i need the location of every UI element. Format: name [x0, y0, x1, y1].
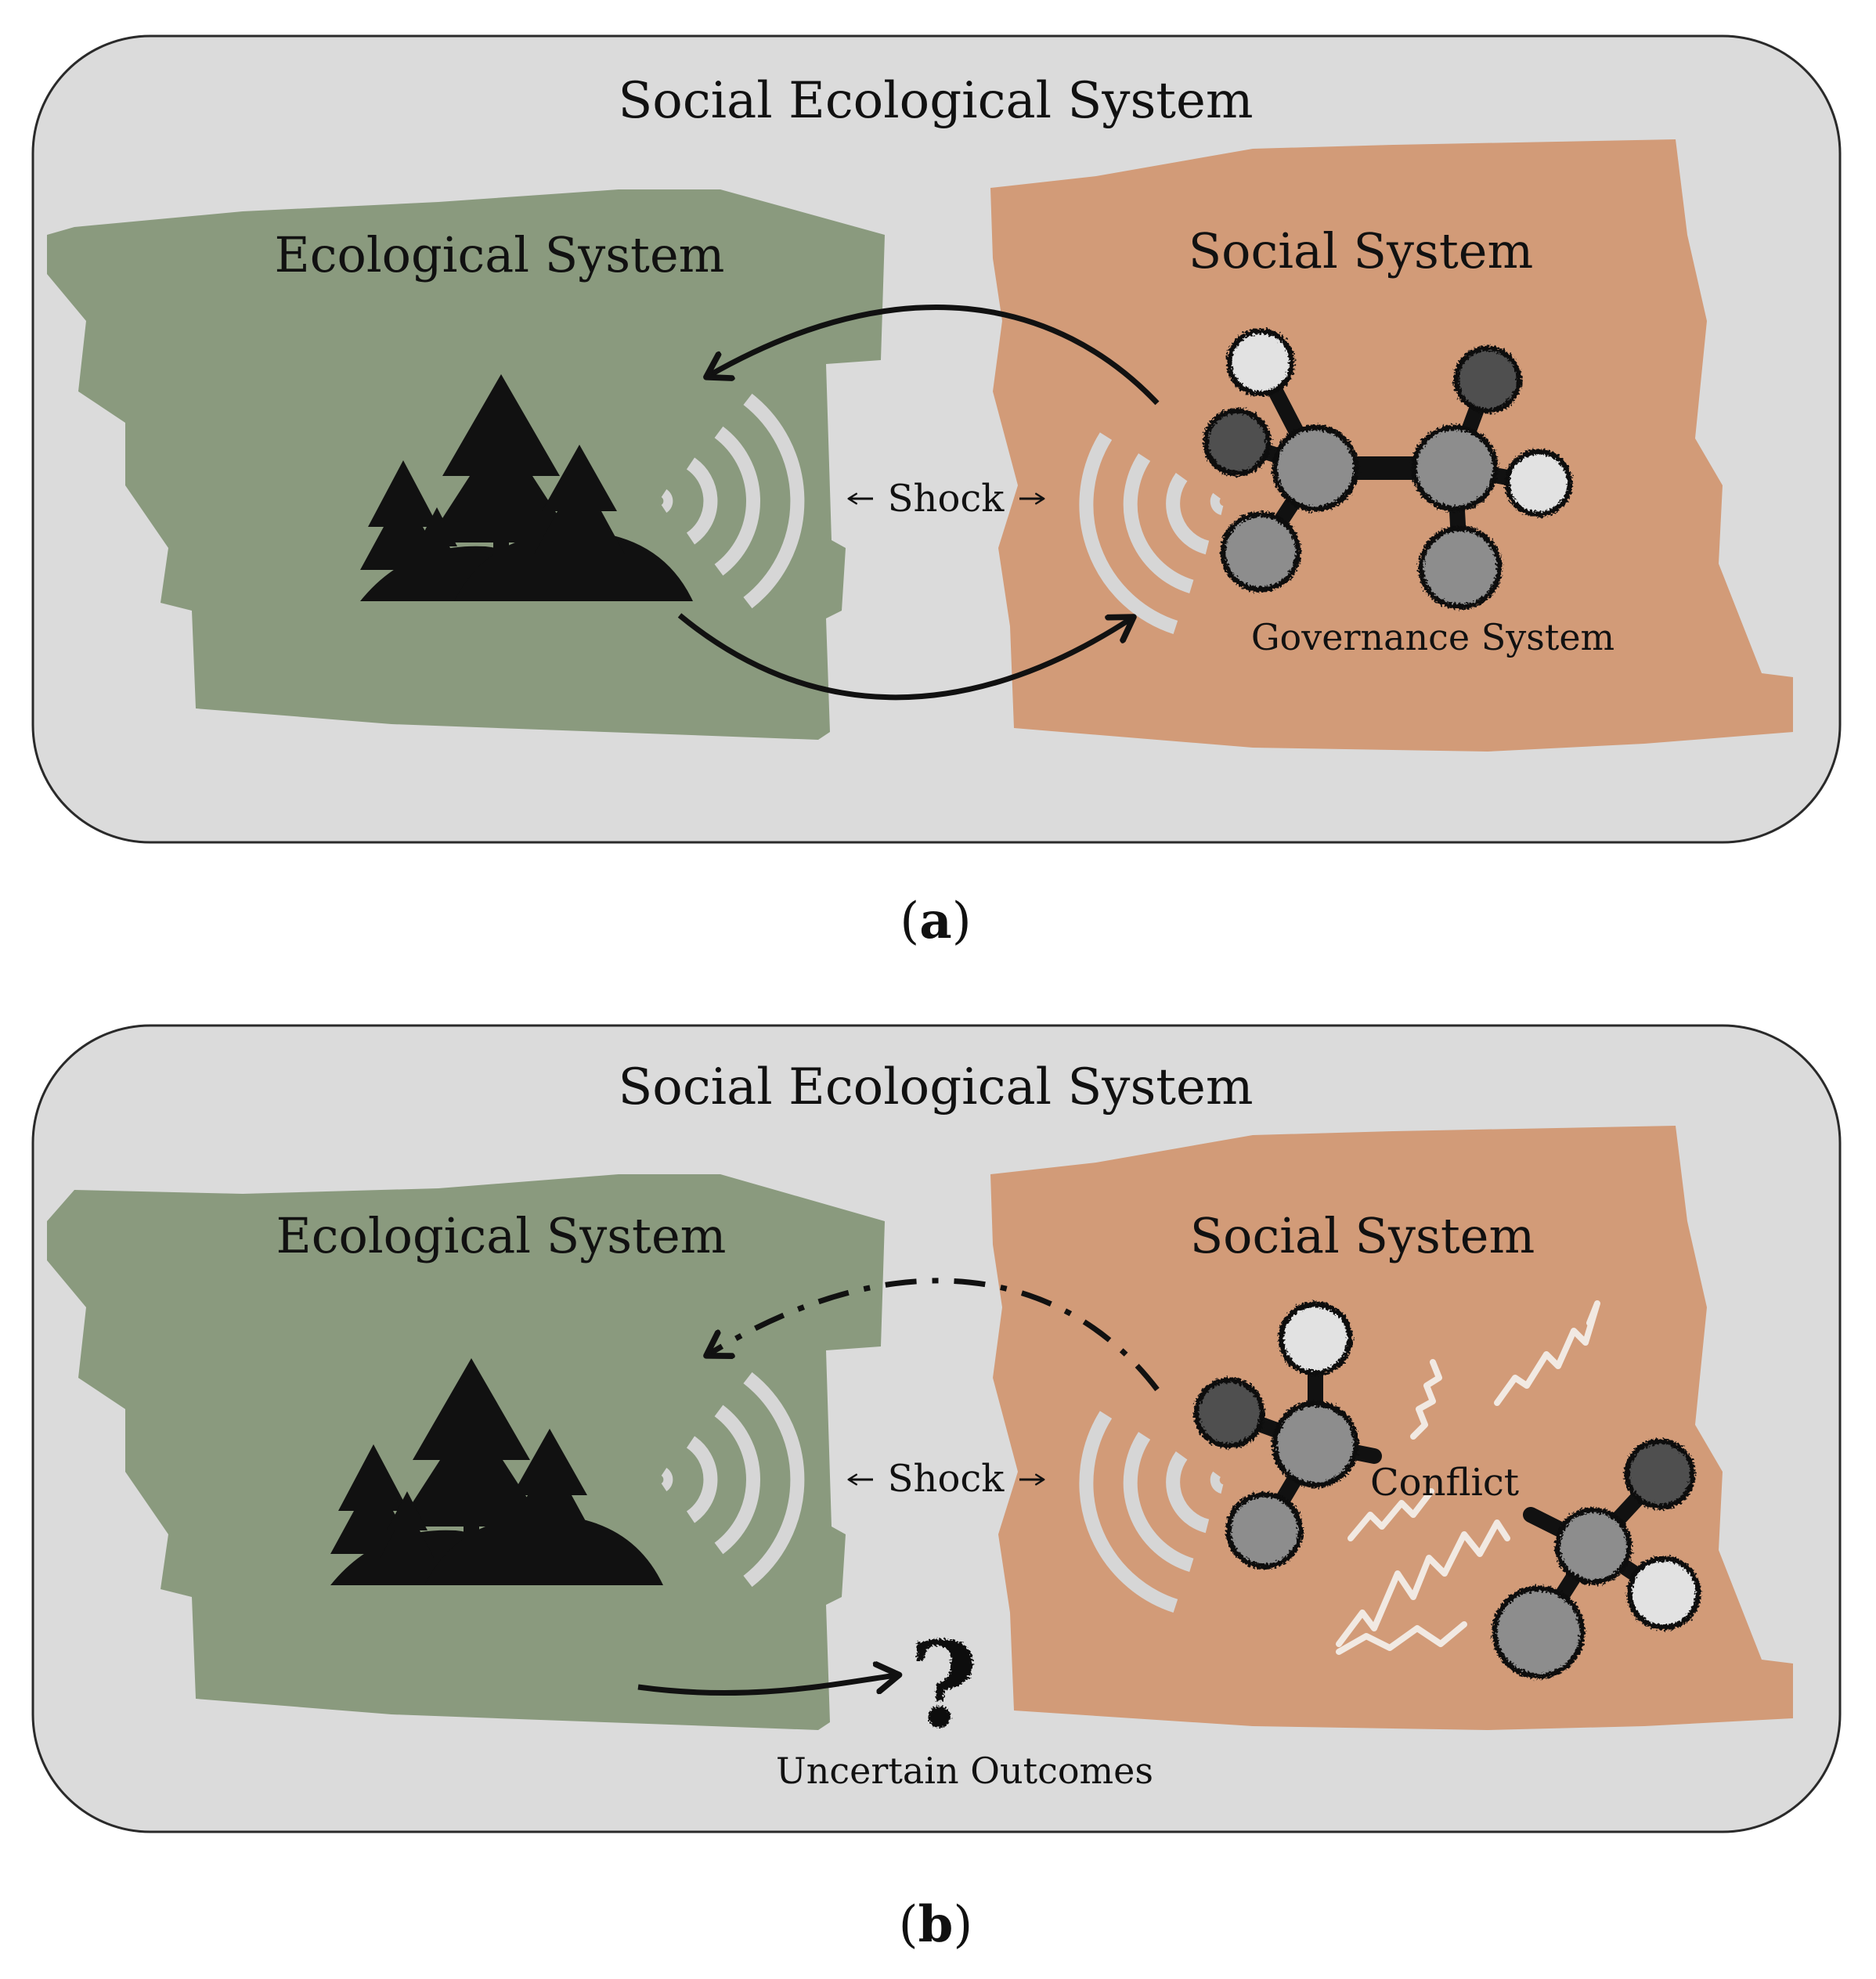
uncertain-outcomes-label: Uncertain Outcomes [776, 1750, 1153, 1792]
question-mark-icon: ? [909, 1617, 978, 1754]
shock-label: Shock [888, 477, 1005, 521]
ses-title: Social Ecological System [618, 72, 1253, 130]
conflict-label: Conflict [1370, 1461, 1519, 1505]
governance-network-icon [1203, 328, 1573, 610]
weak-feedback-arrow [709, 1278, 1160, 1392]
ses-title: Social Ecological System [618, 1058, 1253, 1116]
panel-b: Social Ecological System Ecological Syst… [31, 1024, 1842, 1833]
governance-network-icon [1492, 1438, 1701, 1679]
social-system-label: Social System [1189, 222, 1534, 279]
governance-network-icon [1193, 1301, 1382, 1570]
ecological-system-label: Ecological System [276, 1207, 727, 1264]
uncertain-outcome-arrow [637, 1675, 897, 1696]
caption-a: (a) [900, 892, 971, 950]
caption-b: (b) [899, 1895, 973, 1954]
feedback-arrow-social-to-ecological [709, 305, 1160, 406]
social-system-label: Social System [1190, 1207, 1535, 1264]
panel-a: Social Ecological System Ecological Syst… [31, 34, 1842, 844]
governance-system-label: Governance System [1251, 616, 1614, 658]
conflict-scribble-icon [1336, 1300, 1600, 1655]
feedback-arrow-ecological-to-social [677, 613, 1131, 701]
ecological-system-label: Ecological System [275, 226, 725, 283]
social-system-region [990, 139, 1793, 752]
shock-label: Shock [888, 1457, 1005, 1501]
